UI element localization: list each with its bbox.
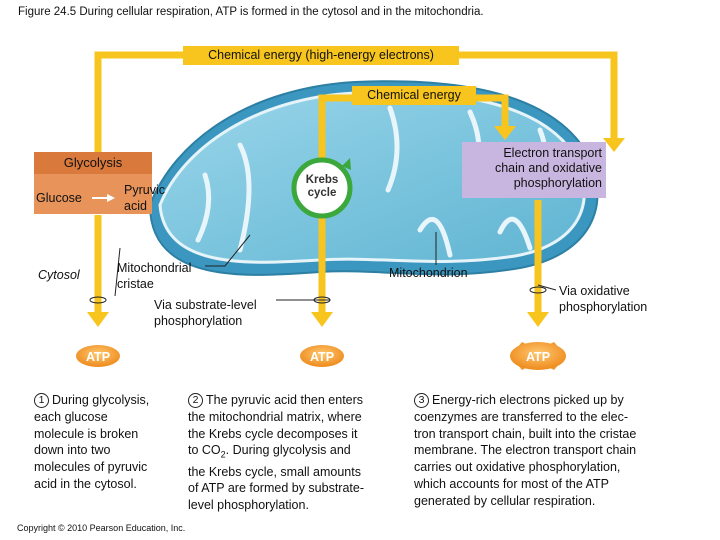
banner-high-energy: Chemical energy (high-energy electrons) <box>183 46 459 65</box>
caption-3-line-2: coenzymes are transferred to the elec- <box>414 409 628 424</box>
caption-3-line-6: which accounts for most of the ATP <box>414 476 609 491</box>
caption-1-line-3: molecule is broken <box>34 426 139 441</box>
banner-high-energy-text: Chemical energy (high-energy electrons) <box>208 48 434 62</box>
krebs-label-1: Krebs <box>305 174 339 186</box>
arrowhead-to-etc <box>603 138 625 152</box>
caption-1-line-1: During glycolysis, <box>52 393 150 407</box>
caption-1-line-4: down into two <box>34 443 111 458</box>
krebs-label-2: cycle <box>307 187 337 199</box>
caption-2-line-2: the mitochondrial matrix, where <box>188 409 362 424</box>
atp-burst-2 <box>300 345 344 367</box>
arrowhead-atp-3 <box>527 312 549 327</box>
atp-burst-3 <box>510 342 566 370</box>
copyright-notice: Copyright © 2010 Pearson Education, Inc. <box>17 523 186 533</box>
arrowhead-atp-2 <box>311 312 333 327</box>
caption-2-number: 2 <box>188 393 203 408</box>
caption-2-line-3: the Krebs cycle decomposes it <box>188 426 358 441</box>
caption-3-line-1: Energy-rich electrons picked up by <box>432 393 624 407</box>
mitochondrion-label: Mitochondrion <box>389 266 468 280</box>
caption-3-line-5: carries out oxidative phosphorylation, <box>414 460 621 475</box>
leader-lines <box>114 232 557 297</box>
caption-3-line-4: membrane. The electron transport chain <box>414 443 637 458</box>
caption-1-number: 1 <box>34 393 49 408</box>
caption-2-line-4a: to CO <box>188 443 221 458</box>
caption-2-line-7: level phosphorylation. <box>188 498 309 513</box>
caption-3-number: 3 <box>414 393 429 408</box>
mitochondrion-shape <box>148 80 599 276</box>
arrowhead-to-etc-inner <box>494 126 516 140</box>
caption-3-line-7: generated by cellular respiration. <box>414 493 596 508</box>
mito-cristae-label-2: cristae <box>117 277 154 291</box>
glucose-label: Glucose <box>36 191 82 205</box>
caption-2-line-4-subscript: 2 <box>220 449 226 460</box>
figure-title: Figure 24.5 During cellular respiration,… <box>18 6 484 18</box>
caption-2-line-1: The pyruvic acid then enters <box>206 393 364 407</box>
caption-2-line-5: the Krebs cycle, small amounts <box>188 464 361 479</box>
atp-burst-1 <box>76 345 120 367</box>
caption-2-line-4b: . During glycolysis and <box>225 443 351 458</box>
etc-label-3: phosphorylation <box>513 176 602 190</box>
arrowhead-atp-1 <box>87 312 109 327</box>
glycolysis-header: Glycolysis <box>63 155 123 170</box>
etc-label-1: Electron transport <box>503 146 602 160</box>
krebs-cycle-circle <box>291 157 353 219</box>
atp-label-2: ATP <box>310 350 334 364</box>
glucose-to-pyruvic-arrow <box>92 194 115 202</box>
pyruvic-label-2: acid <box>124 199 147 213</box>
atp-arrows <box>94 200 542 315</box>
caption-1-line-5: molecules of pyruvic <box>34 460 148 475</box>
caption-1-line-2: each glucose <box>34 409 108 424</box>
atp-label-3: ATP <box>526 350 550 364</box>
atp-label-1: ATP <box>86 350 110 364</box>
substrate-label-2: phosphorylation <box>154 314 243 328</box>
etc-label: Electron transport chain and oxidative p… <box>462 146 602 191</box>
oxidative-label-1: Via oxidative <box>559 284 630 298</box>
etc-box <box>462 142 606 198</box>
caption-2-line-6: of ATP are formed by substrate- <box>188 481 365 496</box>
caption-1-line-6: acid in the cytosol. <box>34 476 137 491</box>
substrate-label-1: Via substrate-level <box>154 298 257 312</box>
etc-label-2: chain and oxidative <box>494 161 602 175</box>
phosphorylation-brackets <box>89 286 547 304</box>
oxidative-label-2: phosphorylation <box>559 300 648 314</box>
cytosol-label: Cytosol <box>38 268 80 282</box>
pyruvic-label-1: Pyruvic <box>124 183 165 197</box>
krebs-label: Krebs cycle <box>294 174 350 200</box>
banner-chemical: Chemical energy <box>352 86 476 105</box>
caption-3-line-3: tron transport chain, built into the cri… <box>414 426 637 441</box>
mito-cristae-label-1: Mitochondrial <box>117 261 192 275</box>
banner-chemical-text: Chemical energy <box>367 88 461 102</box>
